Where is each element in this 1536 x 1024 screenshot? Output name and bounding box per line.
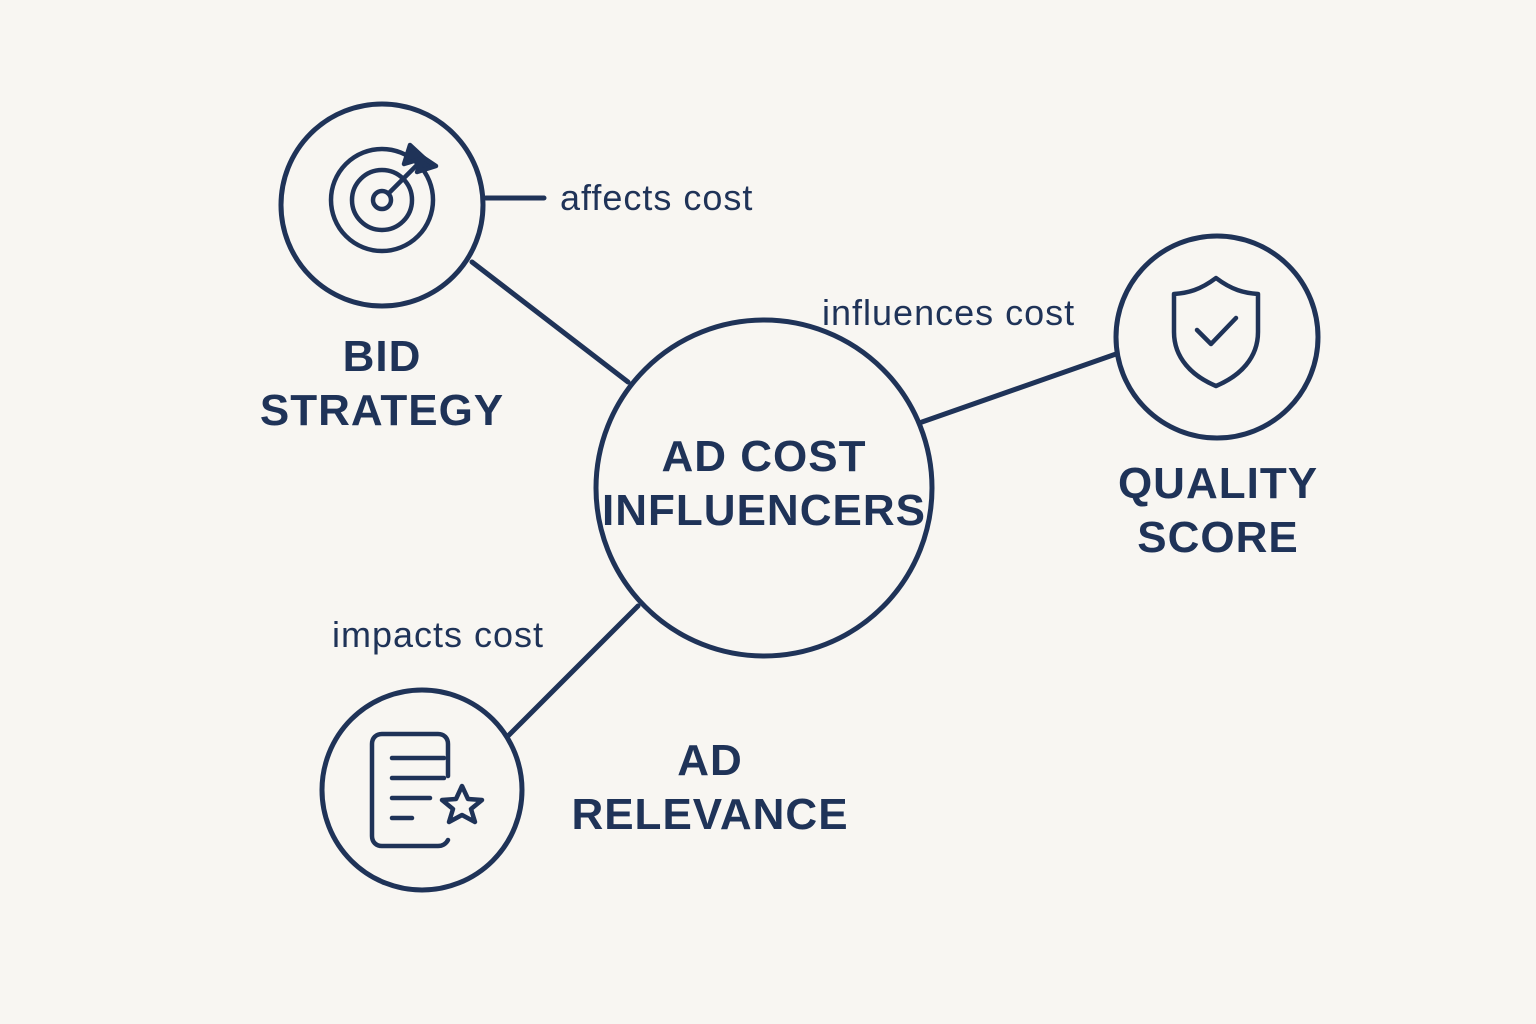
quality-score-label-line-1: QUALITY [1117, 459, 1319, 508]
document-star-icon [369, 731, 485, 849]
edge-label-impacts-cost: impacts cost [332, 614, 545, 655]
edge-label-influences-cost: influences cost [822, 292, 1076, 333]
bid-strategy-label-line-2: STRATEGY [259, 386, 505, 435]
target-icon [328, 142, 439, 254]
connector-quality-score [919, 351, 1119, 425]
connector-bid-strategy [469, 259, 631, 385]
center-node-label: AD COST INFLUENCERS [594, 430, 934, 538]
center-label-line-2: INFLUENCERS [602, 486, 926, 535]
bid-strategy-label: BID STRATEGY [232, 330, 532, 438]
edge-label-affects-cost: affects cost [560, 177, 754, 218]
connector-ad-relevance [505, 603, 641, 739]
ad-relevance-node [319, 687, 525, 893]
ad-relevance-label: AD RELEVANCE [560, 734, 860, 842]
quality-score-label-line-2: SCORE [1137, 513, 1299, 562]
shield-check-icon [1171, 275, 1261, 389]
center-node-circle [593, 317, 935, 659]
ad-relevance-label-line-2: RELEVANCE [571, 790, 849, 839]
quality-score-node [1113, 233, 1321, 441]
center-label-line-1: AD COST [661, 432, 867, 481]
quality-score-label: QUALITY SCORE [1068, 457, 1368, 565]
bid-strategy-label-line-1: BID [342, 332, 422, 381]
ad-relevance-label-line-1: AD [677, 736, 743, 785]
bid-strategy-node [278, 101, 486, 309]
